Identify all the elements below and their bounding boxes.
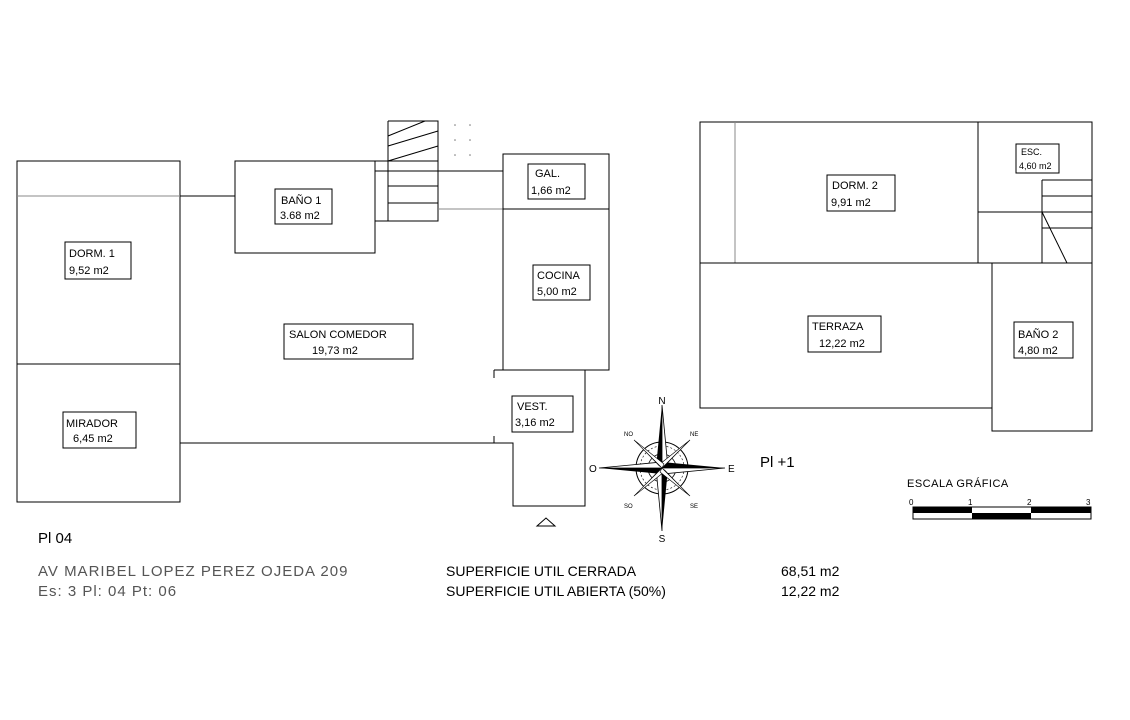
compass-rose: N S E O NE NO SE SO <box>589 396 735 545</box>
room-area-mirador: 6,45 m2 <box>73 433 113 445</box>
room-name-dorm2: DORM. 2 <box>832 180 878 192</box>
room-name-bano1: BAÑO 1 <box>281 194 321 207</box>
room-area-bano1: 3.68 m2 <box>280 210 320 222</box>
room-area-gal: 1,66 m2 <box>531 185 571 197</box>
room-name-terraza: TERRAZA <box>812 321 864 333</box>
address-line1: AV MARIBEL LOPEZ PEREZ OJEDA 209 <box>38 563 349 580</box>
compass-so-label: SO <box>624 504 633 510</box>
floor-label-pl04: Pl 04 <box>38 530 73 547</box>
scale-tick-1: 1 <box>968 498 973 507</box>
compass-n-label: N <box>658 396 665 407</box>
room-area-vest: 3,16 m2 <box>515 417 555 429</box>
dots-marker <box>454 124 471 156</box>
scale-title: ESCALA GRÁFICA <box>907 477 1009 490</box>
compass-needle <box>598 404 726 532</box>
room-name-esc: ESC. <box>1021 147 1042 157</box>
scale-tick-3: 3 <box>1086 498 1091 507</box>
compass-se-label: SE <box>690 504 698 510</box>
surface-closed-value: 68,51 m2 <box>781 563 840 579</box>
room-name-salon: SALON COMEDOR <box>289 329 387 341</box>
walls-floor-04 <box>16 120 610 527</box>
floor-label-pl1: Pl +1 <box>760 454 795 471</box>
compass-no-label: NO <box>624 432 633 438</box>
surface-open-label: SUPERFICIE UTIL ABIERTA (50%) <box>446 583 666 599</box>
room-area-dorm2: 9,91 m2 <box>831 197 871 209</box>
compass-ne-label: NE <box>690 432 698 438</box>
compass-s-label: S <box>659 534 666 545</box>
surface-closed-label: SUPERFICIE UTIL CERRADA <box>446 563 637 579</box>
address-line2: Es: 3 Pl: 04 Pt: 06 <box>38 583 178 600</box>
room-area-esc: 4,60 m2 <box>1019 161 1052 171</box>
room-name-bano2: BAÑO 2 <box>1018 328 1058 341</box>
room-name-gal: GAL. <box>535 168 560 180</box>
walls-floor-plus-1 <box>699 121 1093 432</box>
room-area-salon: 19,73 m2 <box>312 345 358 357</box>
room-name-mirador: MIRADOR <box>66 418 118 430</box>
scale-tick-0: 0 <box>909 498 914 507</box>
room-labels: DORM. 1 9,52 m2 MIRADOR 6,45 m2 BAÑO 1 3… <box>66 147 1058 445</box>
room-name-dorm1: DORM. 1 <box>69 248 115 260</box>
room-area-terraza: 12,22 m2 <box>819 338 865 350</box>
label-boxes <box>62 143 1074 449</box>
room-name-vest: VEST. <box>517 401 548 413</box>
room-area-cocina: 5,00 m2 <box>537 286 577 298</box>
scale-tick-2: 2 <box>1027 498 1032 507</box>
surface-open-value: 12,22 m2 <box>781 583 840 599</box>
room-area-dorm1: 9,52 m2 <box>69 265 109 277</box>
compass-o-label: O <box>589 464 597 475</box>
compass-e-label: E <box>728 464 735 475</box>
graphic-scale: ESCALA GRÁFICA 0 1 2 3 <box>907 477 1092 520</box>
room-name-cocina: COCINA <box>537 270 580 282</box>
room-area-bano2: 4,80 m2 <box>1018 345 1058 357</box>
